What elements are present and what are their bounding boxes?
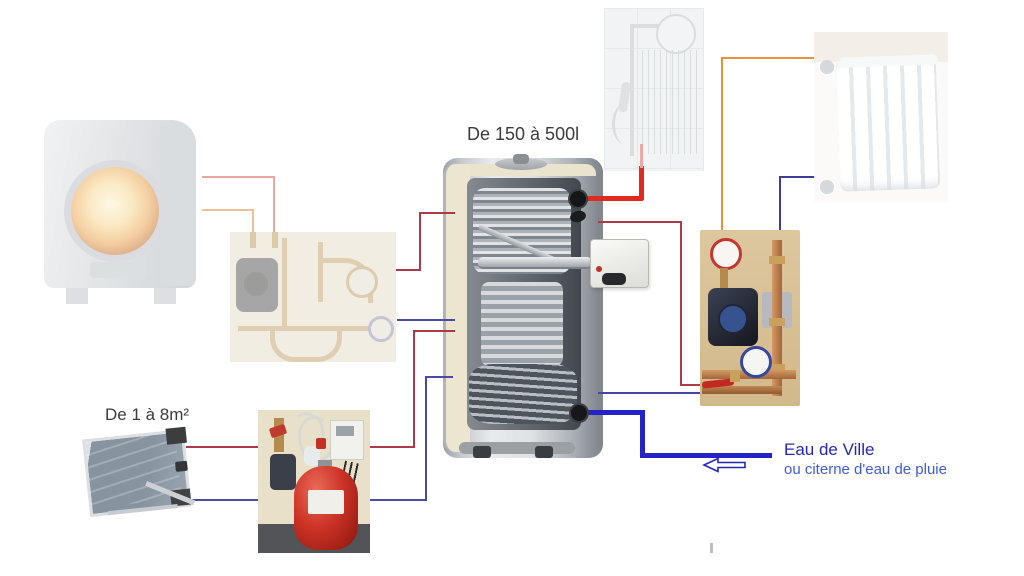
- station-pipe-fitting: [769, 256, 785, 264]
- pipe-radiator-return-horizontal: [779, 176, 815, 178]
- pipe-module-supply-horizontal-low: [396, 269, 421, 271]
- tank-port-cold-bottom: [571, 405, 587, 421]
- solar-station-pump: [270, 454, 296, 490]
- water-source-label-line1: Eau de Ville: [784, 440, 875, 459]
- pipe-solar-supply-horizontal-top: [413, 330, 455, 332]
- immersion-heater-indicator: [596, 266, 602, 272]
- pipe-cold-water-horizontal-low: [640, 453, 772, 458]
- module-piping-group: [230, 232, 396, 362]
- shower-hose: [612, 104, 637, 144]
- stove-foot: [154, 288, 176, 304]
- pipe-solar-supply-vertical: [413, 330, 415, 448]
- tank-capacity-label: De 150 à 500l: [467, 124, 580, 144]
- heating-pump-station-photo: [700, 230, 800, 406]
- pipe-dhw-supply-stub: [640, 144, 643, 168]
- tank-foot: [473, 446, 491, 458]
- immersion-heater-knob: [602, 273, 626, 285]
- stove-foot: [66, 288, 88, 304]
- module-pump-face: [244, 272, 268, 296]
- station-pump-label: [718, 304, 748, 334]
- station-pipe-fitting: [769, 318, 785, 326]
- expansion-vessel-label: [308, 490, 344, 514]
- module-pipe-loop: [270, 331, 342, 362]
- tank-insulation-cut-top: [446, 164, 596, 176]
- solar-area-label: De 1 à 8m²: [105, 405, 190, 424]
- pipe-stove-supply-vertical: [273, 176, 275, 234]
- stove-fire-window: [64, 160, 166, 262]
- tank-insulation-cut-left: [443, 164, 470, 452]
- station-brass-stem: [720, 268, 728, 292]
- water-source-label-line2: ou citerne d'eau de pluie: [784, 461, 947, 478]
- pipe-dhw-supply-horizontal: [581, 196, 643, 201]
- pipe-radiator-return-vertical: [779, 176, 781, 231]
- pipe-module-return-horizontal: [397, 319, 455, 321]
- solar-panel-background-dark: [165, 426, 187, 445]
- radiator-photo: [814, 32, 948, 202]
- stove-side-panel: [160, 122, 196, 286]
- pipe-heating-supply-horizontal-low: [680, 384, 702, 386]
- solar-station-controller-display: [336, 426, 354, 436]
- pipe-stove-return-vertical: [252, 209, 254, 235]
- module-gauge: [346, 266, 378, 298]
- water-flow-arrow-icon: [702, 457, 746, 473]
- pipe-module-supply-horizontal-top: [419, 212, 455, 214]
- expansion-vessel-fitting: [318, 460, 332, 470]
- station-pressure-gauge: [740, 346, 772, 378]
- pipe-cold-water-vertical: [640, 410, 645, 458]
- pipe-stove-return-horizontal: [202, 209, 254, 211]
- station-thermometer: [710, 238, 742, 270]
- shower-head: [656, 14, 696, 54]
- radiator-valve-top: [820, 60, 834, 74]
- pellet-stove-photo: [38, 112, 210, 312]
- module-pipe: [238, 326, 388, 331]
- module-inlet-fitting: [250, 232, 256, 248]
- pipe-radiator-supply-vertical: [721, 57, 723, 231]
- station-manifold-pipe: [702, 386, 782, 394]
- pipe-radiator-supply-horizontal: [722, 57, 814, 59]
- pipe-heating-return-horizontal: [598, 392, 700, 394]
- shower-arm: [630, 24, 676, 28]
- station-brass-fitting: [730, 370, 740, 382]
- hydraulic-module-photo: [230, 232, 396, 362]
- module-inlet-fitting: [272, 232, 278, 248]
- module-gauge: [368, 316, 394, 342]
- pipe-dhw-supply-vertical: [639, 166, 644, 200]
- tank-lid-knob: [513, 154, 529, 164]
- tank-inner-cylinder: [481, 282, 563, 366]
- immersion-heater-rod: [478, 257, 592, 269]
- tank-interior: [467, 178, 581, 430]
- solar-station-white-cap: [304, 446, 320, 466]
- pipe-cold-water-horizontal-top: [582, 410, 644, 415]
- solar-panel-photo: [80, 426, 196, 522]
- pipe-stove-supply-horizontal: [202, 176, 275, 178]
- module-pipe: [318, 242, 323, 302]
- tank-foot: [535, 446, 553, 458]
- solar-pump-station-photo: [258, 407, 370, 553]
- station-pipe-fitting: [769, 364, 785, 372]
- pipe-module-supply-vertical: [419, 212, 421, 271]
- solar-station-safety-valve: [316, 438, 326, 449]
- radiator-valve-bottom: [820, 180, 834, 194]
- pipe-heating-supply-horizontal-top: [598, 221, 682, 223]
- solar-panel-sensor-pocket: [174, 460, 188, 472]
- tank-lid: [495, 158, 547, 170]
- pipe-heating-supply-vertical: [680, 221, 682, 386]
- pipe-solar-return-vertical: [425, 376, 427, 501]
- module-pipe: [282, 238, 287, 330]
- pipe-solar-return-horizontal-top: [425, 376, 453, 378]
- shower-column: [630, 24, 634, 156]
- shower-spray: [642, 50, 698, 154]
- shower-photo: [604, 8, 704, 171]
- tank-lower-coil: [469, 364, 577, 424]
- stove-drawer: [90, 262, 146, 278]
- tank-port-hot-top: [570, 191, 586, 207]
- radiator-body: [835, 56, 941, 192]
- artifact-mark: [710, 543, 713, 553]
